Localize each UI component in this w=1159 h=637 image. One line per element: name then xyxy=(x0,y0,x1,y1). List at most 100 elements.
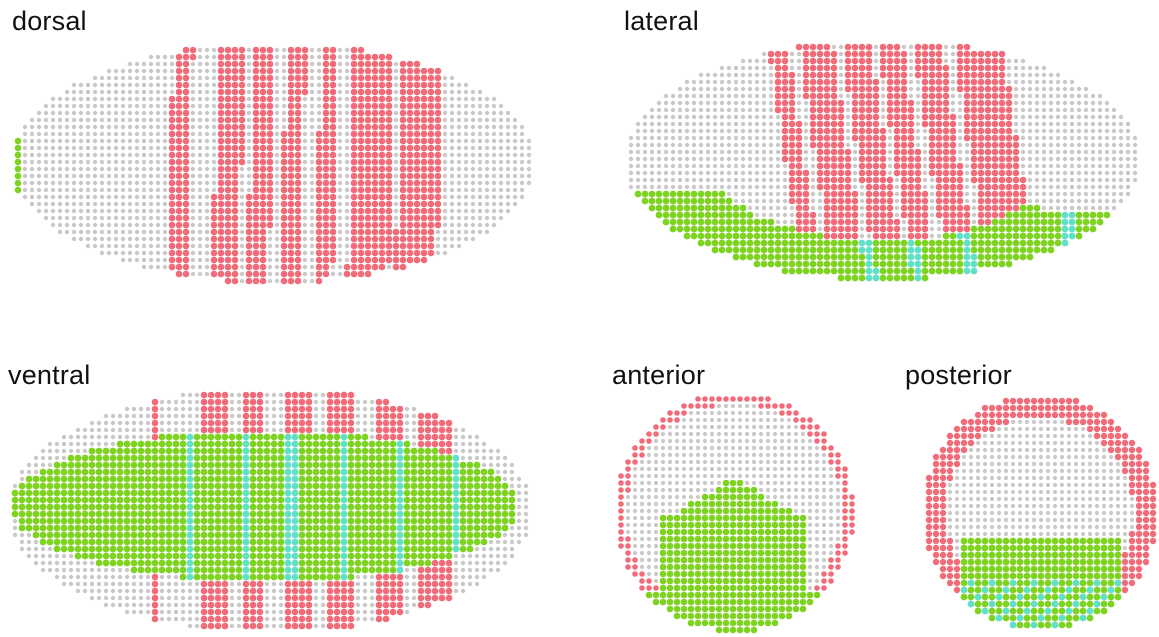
cell-dot xyxy=(58,167,62,171)
stripe-cell xyxy=(316,236,323,243)
cell-dot xyxy=(762,115,766,119)
ventral-cell xyxy=(152,448,159,455)
ventral-cell xyxy=(719,198,726,205)
cell-dot xyxy=(394,132,398,136)
ventral-cell xyxy=(334,448,341,455)
stripe-cell xyxy=(880,226,887,233)
overlap-cell xyxy=(964,254,971,261)
cell-dot xyxy=(860,192,864,196)
stripe-cell xyxy=(894,121,901,128)
cell-dot xyxy=(450,125,454,129)
stripe-cell xyxy=(365,264,372,271)
ventral-cell xyxy=(173,483,180,490)
cell-dot xyxy=(265,407,269,411)
stripe-cell xyxy=(365,173,372,180)
overlap-cell xyxy=(908,261,915,268)
cell-dot xyxy=(163,188,167,192)
cell-dot xyxy=(170,83,174,87)
cell-dot xyxy=(657,115,661,119)
stripe-cell xyxy=(246,215,253,222)
ventral-cell xyxy=(159,462,166,469)
stripe-cell xyxy=(253,89,260,96)
stripe-cell xyxy=(775,107,782,114)
ventral-cell xyxy=(124,497,131,504)
cell-dot xyxy=(1021,80,1025,84)
stripe-cell xyxy=(796,156,803,163)
stripe-cell xyxy=(817,107,824,114)
cell-dot xyxy=(909,45,913,49)
cell-dot xyxy=(121,153,125,157)
cell-dot xyxy=(443,90,447,94)
ventral-cell xyxy=(1055,212,1062,219)
stripe-cell xyxy=(288,110,295,117)
cell-dot xyxy=(30,181,34,185)
stripe-cell xyxy=(239,61,246,68)
cell-dot xyxy=(163,55,167,59)
stripe-cell xyxy=(397,427,404,434)
cell-dot xyxy=(412,421,416,425)
cell-dot xyxy=(121,258,125,262)
cell-dot xyxy=(853,150,857,154)
cell-dot xyxy=(951,94,955,98)
stripe-cell xyxy=(782,128,789,135)
stripe-cell xyxy=(260,152,267,159)
ventral-cell xyxy=(271,497,278,504)
cell-dot xyxy=(146,414,150,418)
stripe-cell xyxy=(201,399,208,406)
cell-dot xyxy=(156,230,160,234)
stripe-cell xyxy=(152,406,159,413)
ventral-cell xyxy=(278,476,285,483)
stripe-cell xyxy=(1020,198,1027,205)
stripe-cell xyxy=(428,180,435,187)
cell-dot xyxy=(741,143,745,147)
cell-dot xyxy=(513,160,517,164)
ventral-cell xyxy=(145,483,152,490)
cell-dot xyxy=(1021,73,1025,77)
cell-dot xyxy=(121,237,125,241)
cell-dot xyxy=(191,153,195,157)
cell-dot xyxy=(303,153,307,157)
stripe-cell xyxy=(824,79,831,86)
cell-dot xyxy=(135,62,139,66)
cell-dot xyxy=(1126,143,1130,147)
cell-dot xyxy=(1091,178,1095,182)
cell-dot xyxy=(62,442,66,446)
cell-dot xyxy=(149,125,153,129)
cell-dot xyxy=(471,111,475,115)
cell-dot xyxy=(191,160,195,164)
stripe-cell xyxy=(915,184,922,191)
stripe-cell xyxy=(866,100,873,107)
cell-dot xyxy=(156,223,160,227)
stripe-cell xyxy=(323,194,330,201)
cell-dot xyxy=(135,216,139,220)
overlap-cell xyxy=(243,476,250,483)
stripe-cell xyxy=(295,166,302,173)
cell-dot xyxy=(1014,73,1018,77)
ventral-cell xyxy=(1006,226,1013,233)
stripe-cell xyxy=(218,180,225,187)
stripe-cell xyxy=(316,271,323,278)
cell-dot xyxy=(699,171,703,175)
stripe-cell xyxy=(232,201,239,208)
cell-dot xyxy=(111,414,115,418)
cell-dot xyxy=(485,195,489,199)
ventral-cell xyxy=(502,483,509,490)
cell-dot xyxy=(769,94,773,98)
ventral-cell xyxy=(1013,226,1020,233)
stripe-cell xyxy=(1006,177,1013,184)
stripe-cell xyxy=(183,124,190,131)
cell-dot xyxy=(247,104,251,108)
stripe-cell xyxy=(866,205,873,212)
cell-dot xyxy=(527,139,531,143)
ventral-cell xyxy=(369,469,376,476)
stripe-cell xyxy=(943,65,950,72)
stripe-cell xyxy=(169,201,176,208)
cell-dot xyxy=(685,108,689,112)
stripe-cell xyxy=(365,152,372,159)
ventral-cell xyxy=(698,198,705,205)
stripe-cell xyxy=(838,233,845,240)
ventral-cell xyxy=(1006,233,1013,240)
stripe-cell xyxy=(292,399,299,406)
stripe-cell xyxy=(239,96,246,103)
ventral-cell xyxy=(950,240,957,247)
